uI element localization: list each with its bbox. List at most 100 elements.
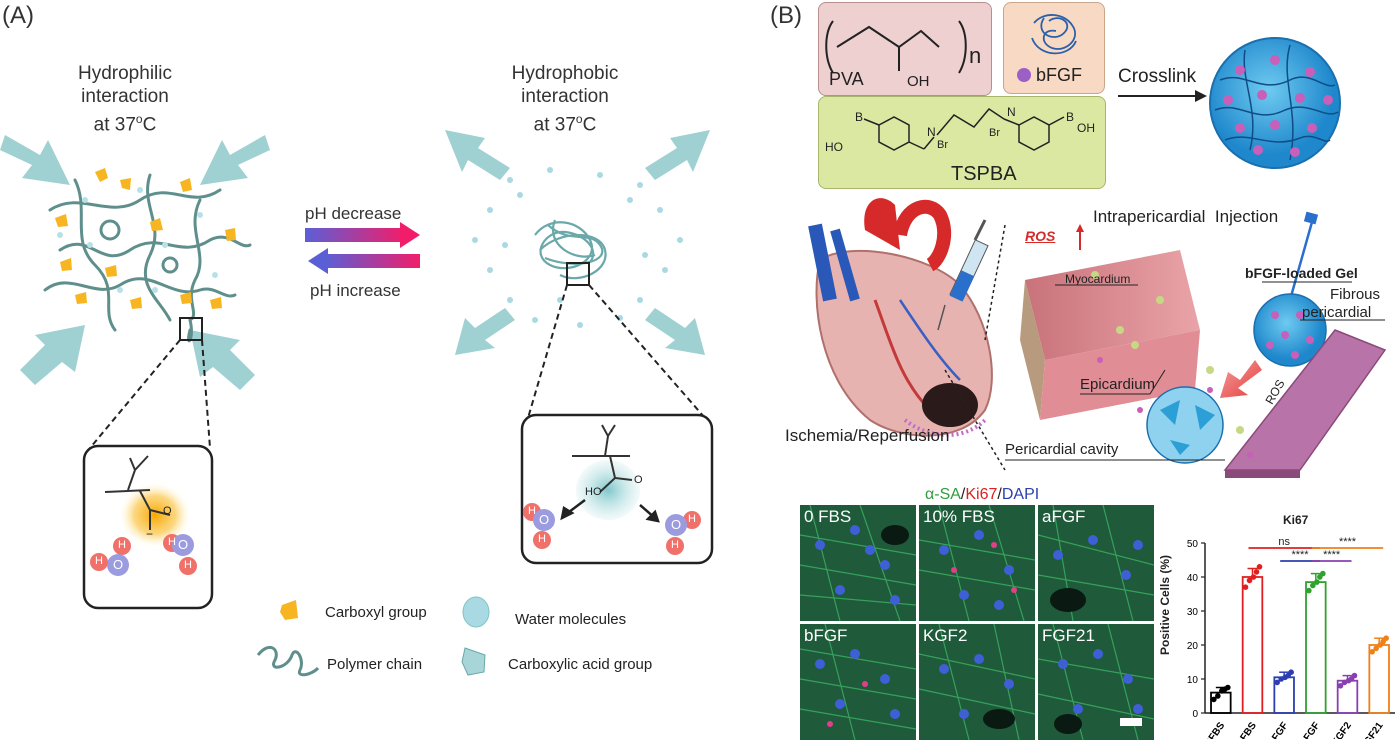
title-dapi: DAPI [1001,486,1040,503]
ph-increase-arrow [308,248,420,274]
celsius: C [582,114,597,136]
tspba-b-right: B [1066,110,1075,124]
data-point [1274,679,1280,686]
micro-image [919,505,1035,621]
ros-label: ROS [1025,228,1056,244]
data-point [1306,587,1312,594]
inset-right-h6: H [538,533,546,545]
hydrophobic-title-line1: Hydrophobic [511,63,619,84]
ph-decrease-label: pH decrease [305,204,402,223]
micro-panel-kgf2: KGF2 [919,624,1035,740]
inset-right-o3: O [539,512,550,527]
y-tick-label: 10 [1187,675,1199,686]
zoom-square-right [566,262,590,286]
title-slash2: / [997,486,1002,503]
data-point [1242,584,1249,590]
data-point [1288,669,1294,675]
tspba-label: TSPBA [951,163,1017,185]
title-asa: α-SA [925,486,961,503]
pva-structure [825,20,967,74]
title-ki67: Ki67 [965,486,998,503]
h-bond-arrows [560,499,660,523]
x-tick-label: 10%FBS [1227,720,1259,739]
outward-arrow-top-left [445,130,510,180]
tspba-b-left: B [855,110,864,124]
heart-illustration [808,198,993,437]
significance-label: **** [1323,549,1341,561]
micro-label: aFGF [1042,507,1086,526]
data-point [1253,569,1260,575]
data-point [1373,645,1379,652]
legend-carboxyl-label: Carboxyl group [325,604,427,621]
data-point [1351,672,1358,679]
inward-arrow-bottom-left [20,325,85,385]
bfgf-label: bFGF [1036,65,1083,85]
temp-text: at 37 [533,114,576,136]
gel-sphere-dots [1266,311,1314,359]
bfgf-box: bFGF [1003,2,1105,94]
x-tick-label: KGF2 [1330,720,1355,739]
ph-increase-label: pH increase [310,281,401,300]
micro-label: 10% FBS [923,507,995,526]
micro-image [919,624,1035,740]
outward-arrow-bottom-right [645,308,705,355]
syringe-icon [937,219,989,331]
outward-arrow-bottom-left [455,308,515,355]
water-h-6 [533,531,551,549]
water-h-4 [179,557,197,575]
bfgf-gel-label: bFGF-loaded Gel [1245,265,1358,281]
injection-needle-icon [1288,211,1319,301]
tspba-br-right: Br [989,127,1000,139]
micro-label: FGF21 [1042,626,1095,645]
data-point [1310,582,1316,589]
significance-label: **** [1339,536,1357,548]
inset-left-minus: − [146,527,154,541]
significance-label: **** [1291,549,1309,561]
intrapericardial-label: Intrapericardial Injection [1093,207,1279,226]
epicardium-label: Epicardium [1080,376,1156,393]
legend-polymer-icon [256,645,320,677]
micro-panel-0fbs: 0 FBS [800,505,916,621]
legend-water-icon [462,596,490,628]
polymer-globule-right [534,219,607,280]
degree-sup: o [135,112,143,126]
myocardium-label: Myocardium [1065,272,1131,286]
bfgf-protein-icon [1017,14,1077,82]
inset-right-h8: H [671,539,679,551]
inset-left-h2: H [95,555,103,567]
micro-label: KGF2 [923,626,968,645]
microscopy-title: α-SA/Ki67/DAPI [925,486,1039,504]
outward-arrow-top-right [645,130,710,180]
hydrophobic-title-line2: interaction [521,86,609,107]
water-h-7 [683,511,701,529]
x-tick-label: 0FBS [1204,720,1228,739]
pericardial-cavity-label: Pericardial cavity [1005,441,1119,458]
tspba-br-left: Br [937,139,948,151]
panel-b-label: (B) [770,2,802,29]
hydrophobic-title-line3: at 37oC [470,108,660,136]
water-o-4 [665,514,687,536]
hydrophilic-title-line2: interaction [81,86,169,107]
bfgf-particles [1097,357,1253,458]
tspba-oh-right: OH [1077,121,1095,135]
zoom-square-left [179,317,203,341]
legend-water-label: Water molecules [515,611,627,628]
ros-particles [1091,271,1244,434]
data-point [1256,564,1263,570]
micro-image [800,624,916,740]
degree-sup: o [575,112,583,126]
bar [1210,691,1232,714]
y-tick-label: 0 [1192,709,1198,720]
inset-left-h3: H [168,536,176,548]
inward-arrow-top-right [200,135,270,185]
water-o-1 [107,554,129,576]
y-tick-label: 40 [1187,573,1199,584]
micro-label: 0 FBS [804,507,852,526]
micro-panel-bfgf: bFGF [800,624,916,740]
x-tick-label: bFGF [1298,720,1322,739]
ph-decrease-arrow [305,222,420,248]
y-tick-label: 30 [1187,607,1199,618]
gel-bfgf-dots [1223,55,1333,157]
